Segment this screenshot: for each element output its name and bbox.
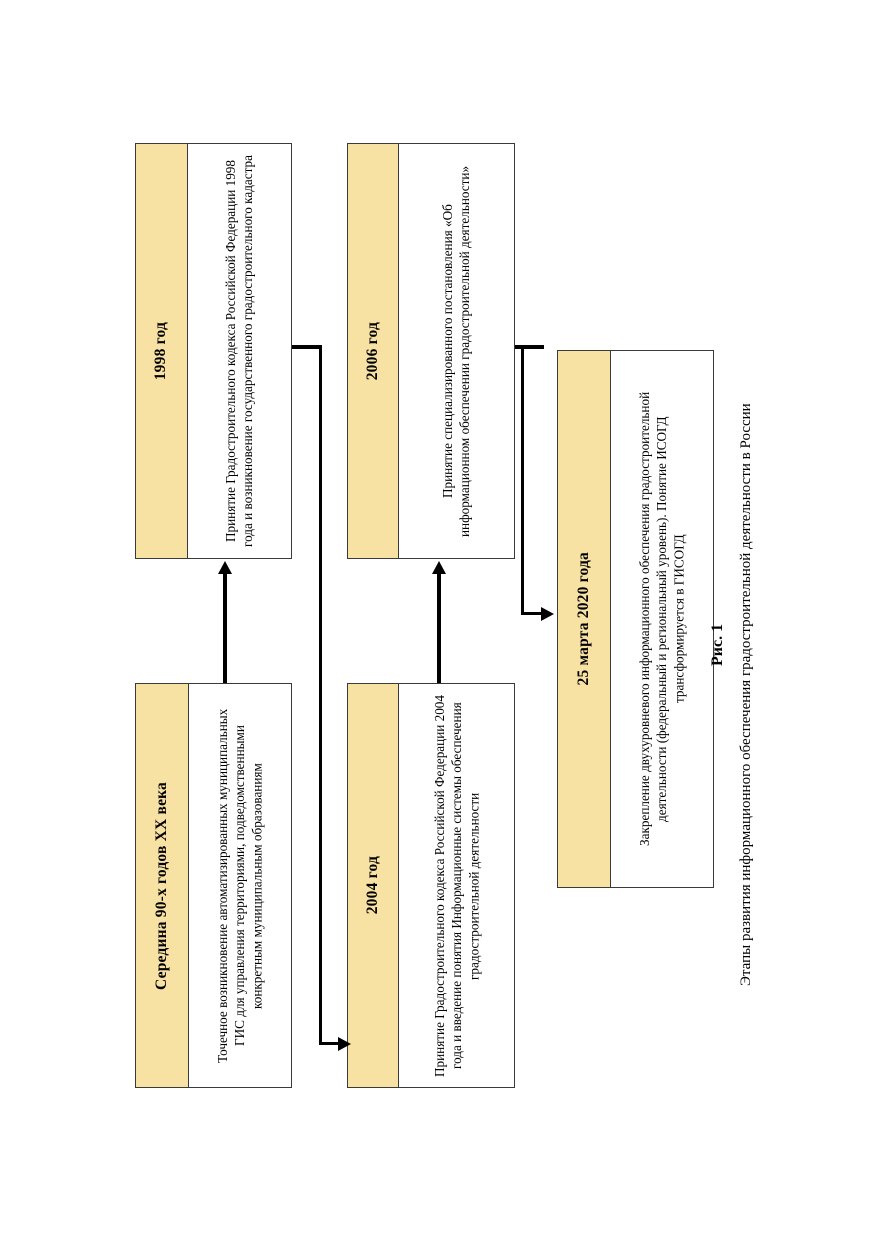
connector-2006-to-2020-horizontal	[520, 611, 544, 615]
flow-node-2004-header-label: 2004 год	[363, 856, 381, 915]
figure-caption: Этапы развития информационного обеспечен…	[738, 170, 755, 1220]
flow-node-1998-header-label: 1998 год	[152, 321, 170, 381]
connector-1998-to-2004-arrowhead	[338, 1036, 351, 1051]
connector-2004-to-2006-arrowhead	[432, 561, 446, 574]
flow-node-2006-header: 2006 год	[348, 144, 399, 558]
flow-node-2006-header-label: 2006 год	[363, 321, 381, 381]
connector-1998-to-2004-horizontal	[318, 1041, 341, 1045]
connector-1998-to-2004-vertical	[318, 345, 322, 1045]
flow-node-2004-body-text: Принятие Градостроительного кодекса Росс…	[431, 694, 482, 1077]
flow-node-2004-header: 2004 год	[348, 684, 399, 1087]
flow-node-mid90s: Середина 90-х годов XX века Точечное воз…	[135, 683, 292, 1088]
connector-2004-to-2006-shaft	[437, 573, 441, 683]
connector-2006-to-2020-vertical	[520, 345, 524, 615]
flow-node-1998: 1998 год Принятие Градостроительного код…	[135, 143, 292, 559]
flow-node-1998-body: Принятие Градостроительного кодекса Росс…	[188, 144, 291, 558]
flow-node-mid90s-body: Точечное возникновение автоматизированны…	[189, 684, 291, 1087]
figure-number: Рис. 1	[709, 600, 727, 690]
connector-mid90s-to-1998-shaft	[223, 573, 227, 683]
flow-node-2020-body-text: Закрепление двухуровневого информационно…	[637, 391, 687, 847]
flow-node-2006-body-text: Принятие специализированного постановлен…	[440, 165, 473, 537]
flow-node-mid90s-body-text: Точечное возникновение автоматизированны…	[215, 708, 265, 1063]
connector-2006-to-2020-arrowhead	[541, 606, 554, 621]
connector-1998-to-2004-stub	[292, 345, 322, 349]
flow-node-mid90s-header: Середина 90-х годов XX века	[136, 684, 189, 1087]
figure-number-label: Рис. 1	[709, 623, 726, 667]
flow-node-2020-body: Закрепление двухуровневого информационно…	[611, 351, 713, 887]
flow-node-1998-header: 1998 год	[136, 144, 188, 558]
flow-node-2006: 2006 год Принятие специализированного по…	[347, 143, 515, 559]
flow-node-1998-body-text: Принятие Градостроительного кодекса Росс…	[223, 155, 256, 547]
connector-mid90s-to-1998-arrowhead	[218, 561, 232, 574]
flow-node-2006-body: Принятие специализированного постановлен…	[399, 144, 514, 558]
flow-node-mid90s-header-label: Середина 90-х годов XX века	[152, 781, 170, 990]
flow-node-2020: 25 марта 2020 года Закрепление двухуровн…	[557, 350, 714, 888]
flow-node-2004: 2004 год Принятие Градостроительного код…	[347, 683, 515, 1088]
connector-2006-to-2020-stub	[515, 345, 544, 349]
flow-node-2004-body: Принятие Градостроительного кодекса Росс…	[399, 684, 514, 1087]
figure-caption-text: Этапы развития информационного обеспечен…	[738, 403, 754, 987]
flow-node-2020-header-label: 25 марта 2020 года	[574, 552, 592, 686]
flow-node-2020-header: 25 марта 2020 года	[558, 351, 611, 887]
